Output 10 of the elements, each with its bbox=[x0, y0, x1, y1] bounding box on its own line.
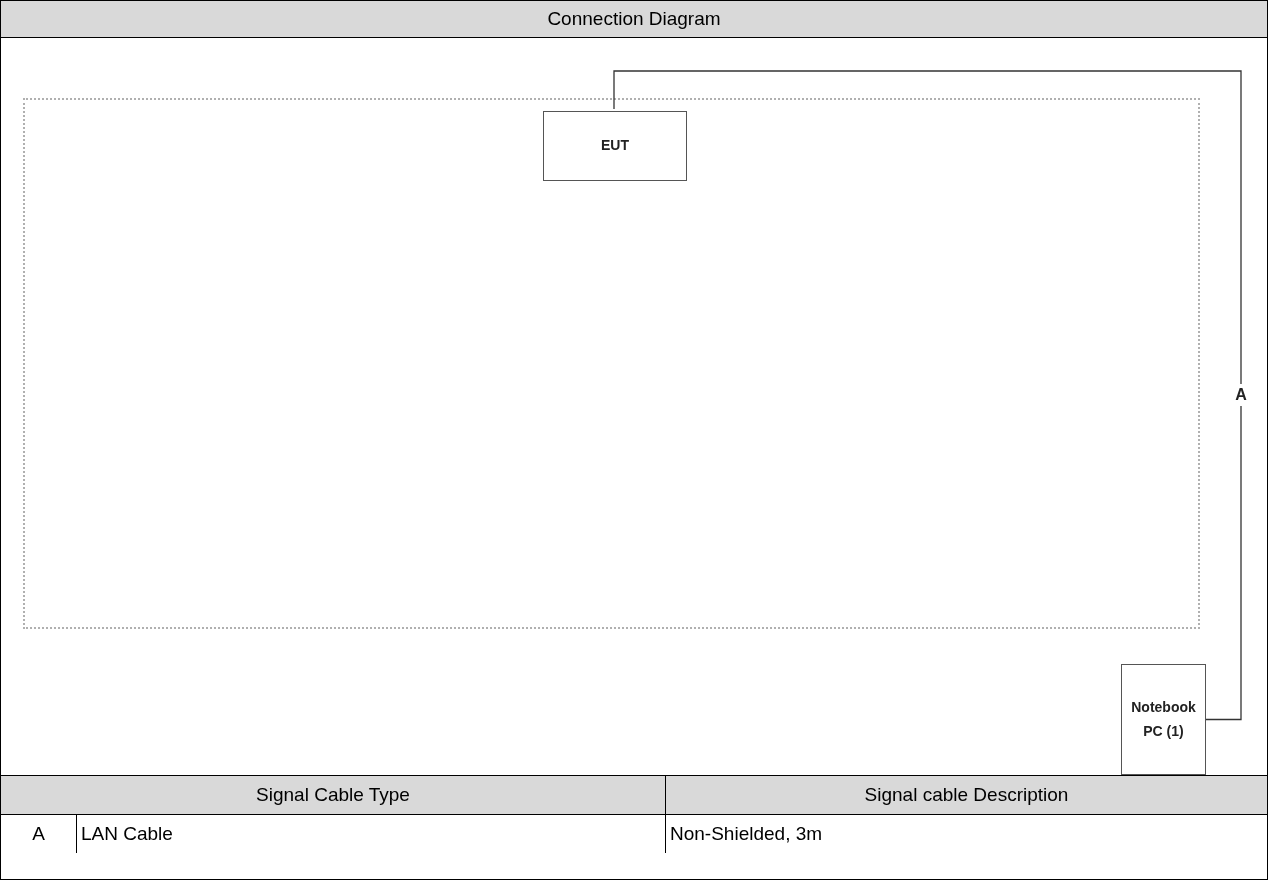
table-header-cell: Signal cable Description bbox=[666, 776, 1267, 815]
edge-label: A bbox=[1235, 384, 1247, 407]
device-box bbox=[543, 111, 687, 181]
device-box bbox=[1121, 664, 1206, 775]
device-label: Notebook PC (1) bbox=[1130, 697, 1197, 741]
cable-line bbox=[613, 70, 1242, 721]
table-header-cell: Signal Cable Type bbox=[1, 776, 666, 815]
device-label: EUT bbox=[601, 136, 629, 156]
dotted-rectangle bbox=[23, 98, 1200, 629]
diagram-title: Connection Diagram bbox=[1, 1, 1267, 38]
